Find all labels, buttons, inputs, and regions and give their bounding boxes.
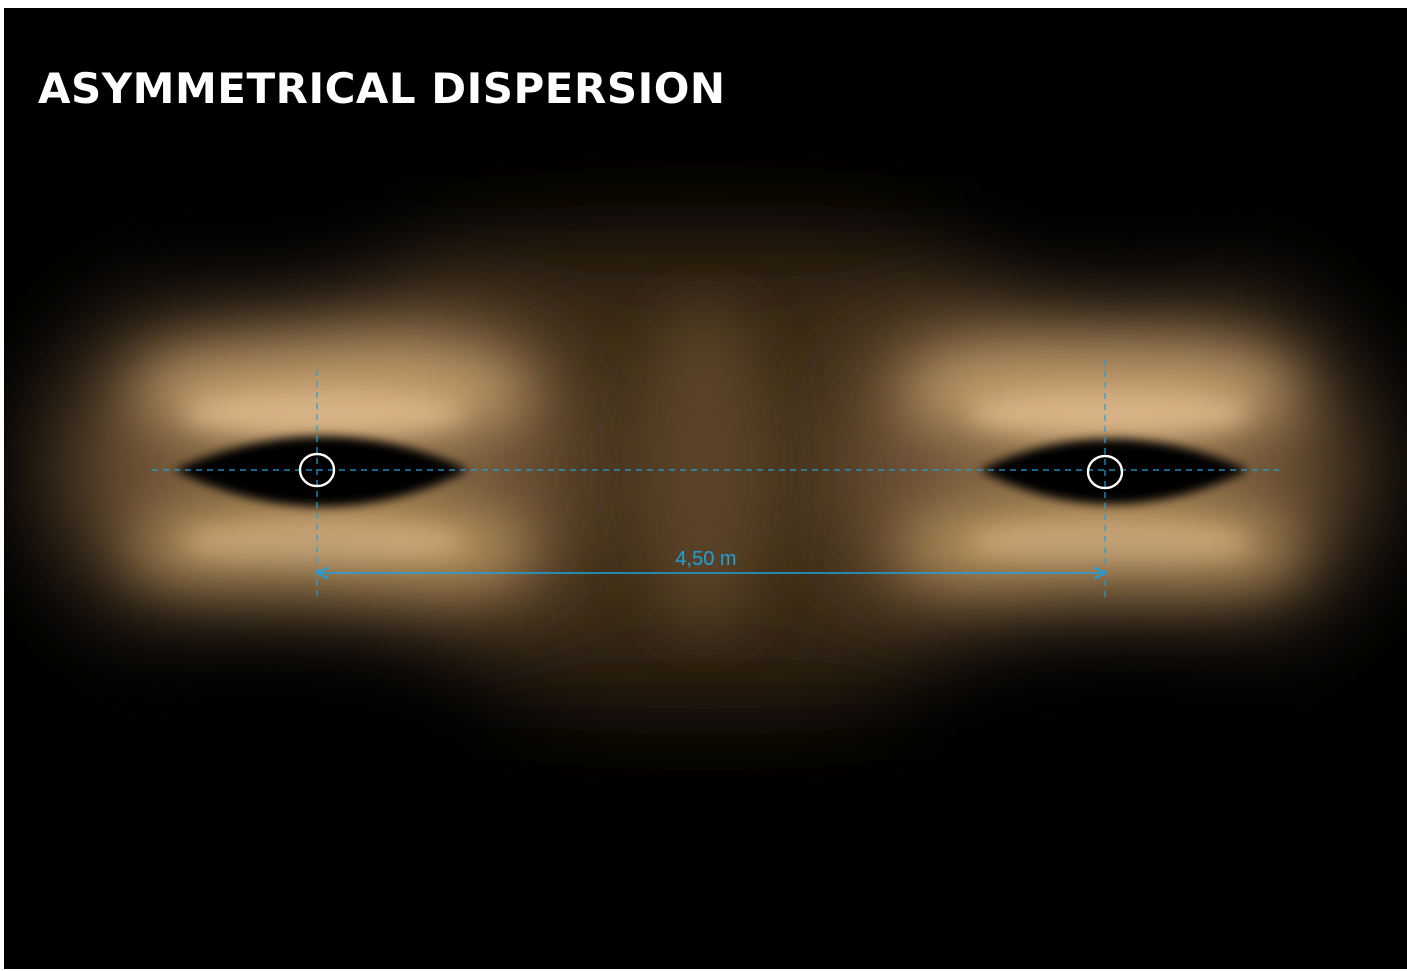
measurement-overlay: 4,50 m <box>152 360 1279 598</box>
spacing-dimension-label: 4,50 m <box>675 548 736 570</box>
diagram-panel: ASYMMETRICAL DISPERSION 4,50 m <box>4 8 1407 969</box>
left-luminaire-marker <box>298 452 336 488</box>
right-luminaire-marker <box>1086 454 1124 490</box>
diagram-title: ASYMMETRICAL DISPERSION <box>38 64 726 113</box>
